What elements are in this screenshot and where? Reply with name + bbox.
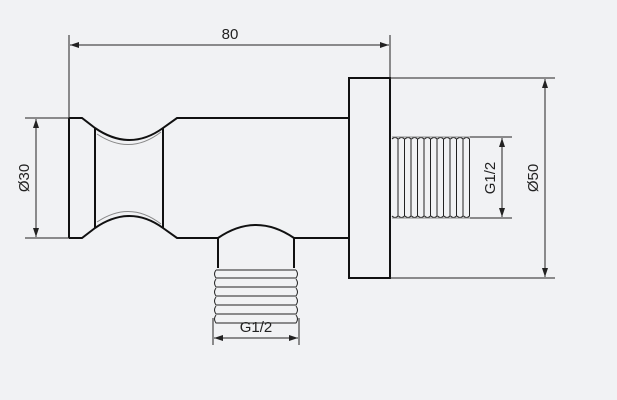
- outlet-thread-label: G1/2: [240, 319, 273, 336]
- outlet-nipple: [217, 224, 295, 268]
- dimension-flange-diameter: Ø50: [390, 77, 555, 279]
- rear-thread: [391, 136, 470, 219]
- outlet-thread: [214, 269, 298, 324]
- body-diameter-label: Ø30: [16, 164, 33, 192]
- dimension-length-label: 80: [222, 26, 239, 43]
- rear-thread-label: G1/2: [482, 162, 499, 195]
- holder-body: [68, 117, 349, 239]
- wall-flange: [348, 77, 391, 279]
- dimension-body-diameter: Ø30: [16, 117, 69, 239]
- flange-diameter-label: Ø50: [525, 164, 542, 192]
- dimension-rear-thread: G1/2: [470, 136, 512, 219]
- dimension-length: 80: [68, 26, 391, 118]
- dimension-outlet-thread: G1/2: [212, 318, 300, 345]
